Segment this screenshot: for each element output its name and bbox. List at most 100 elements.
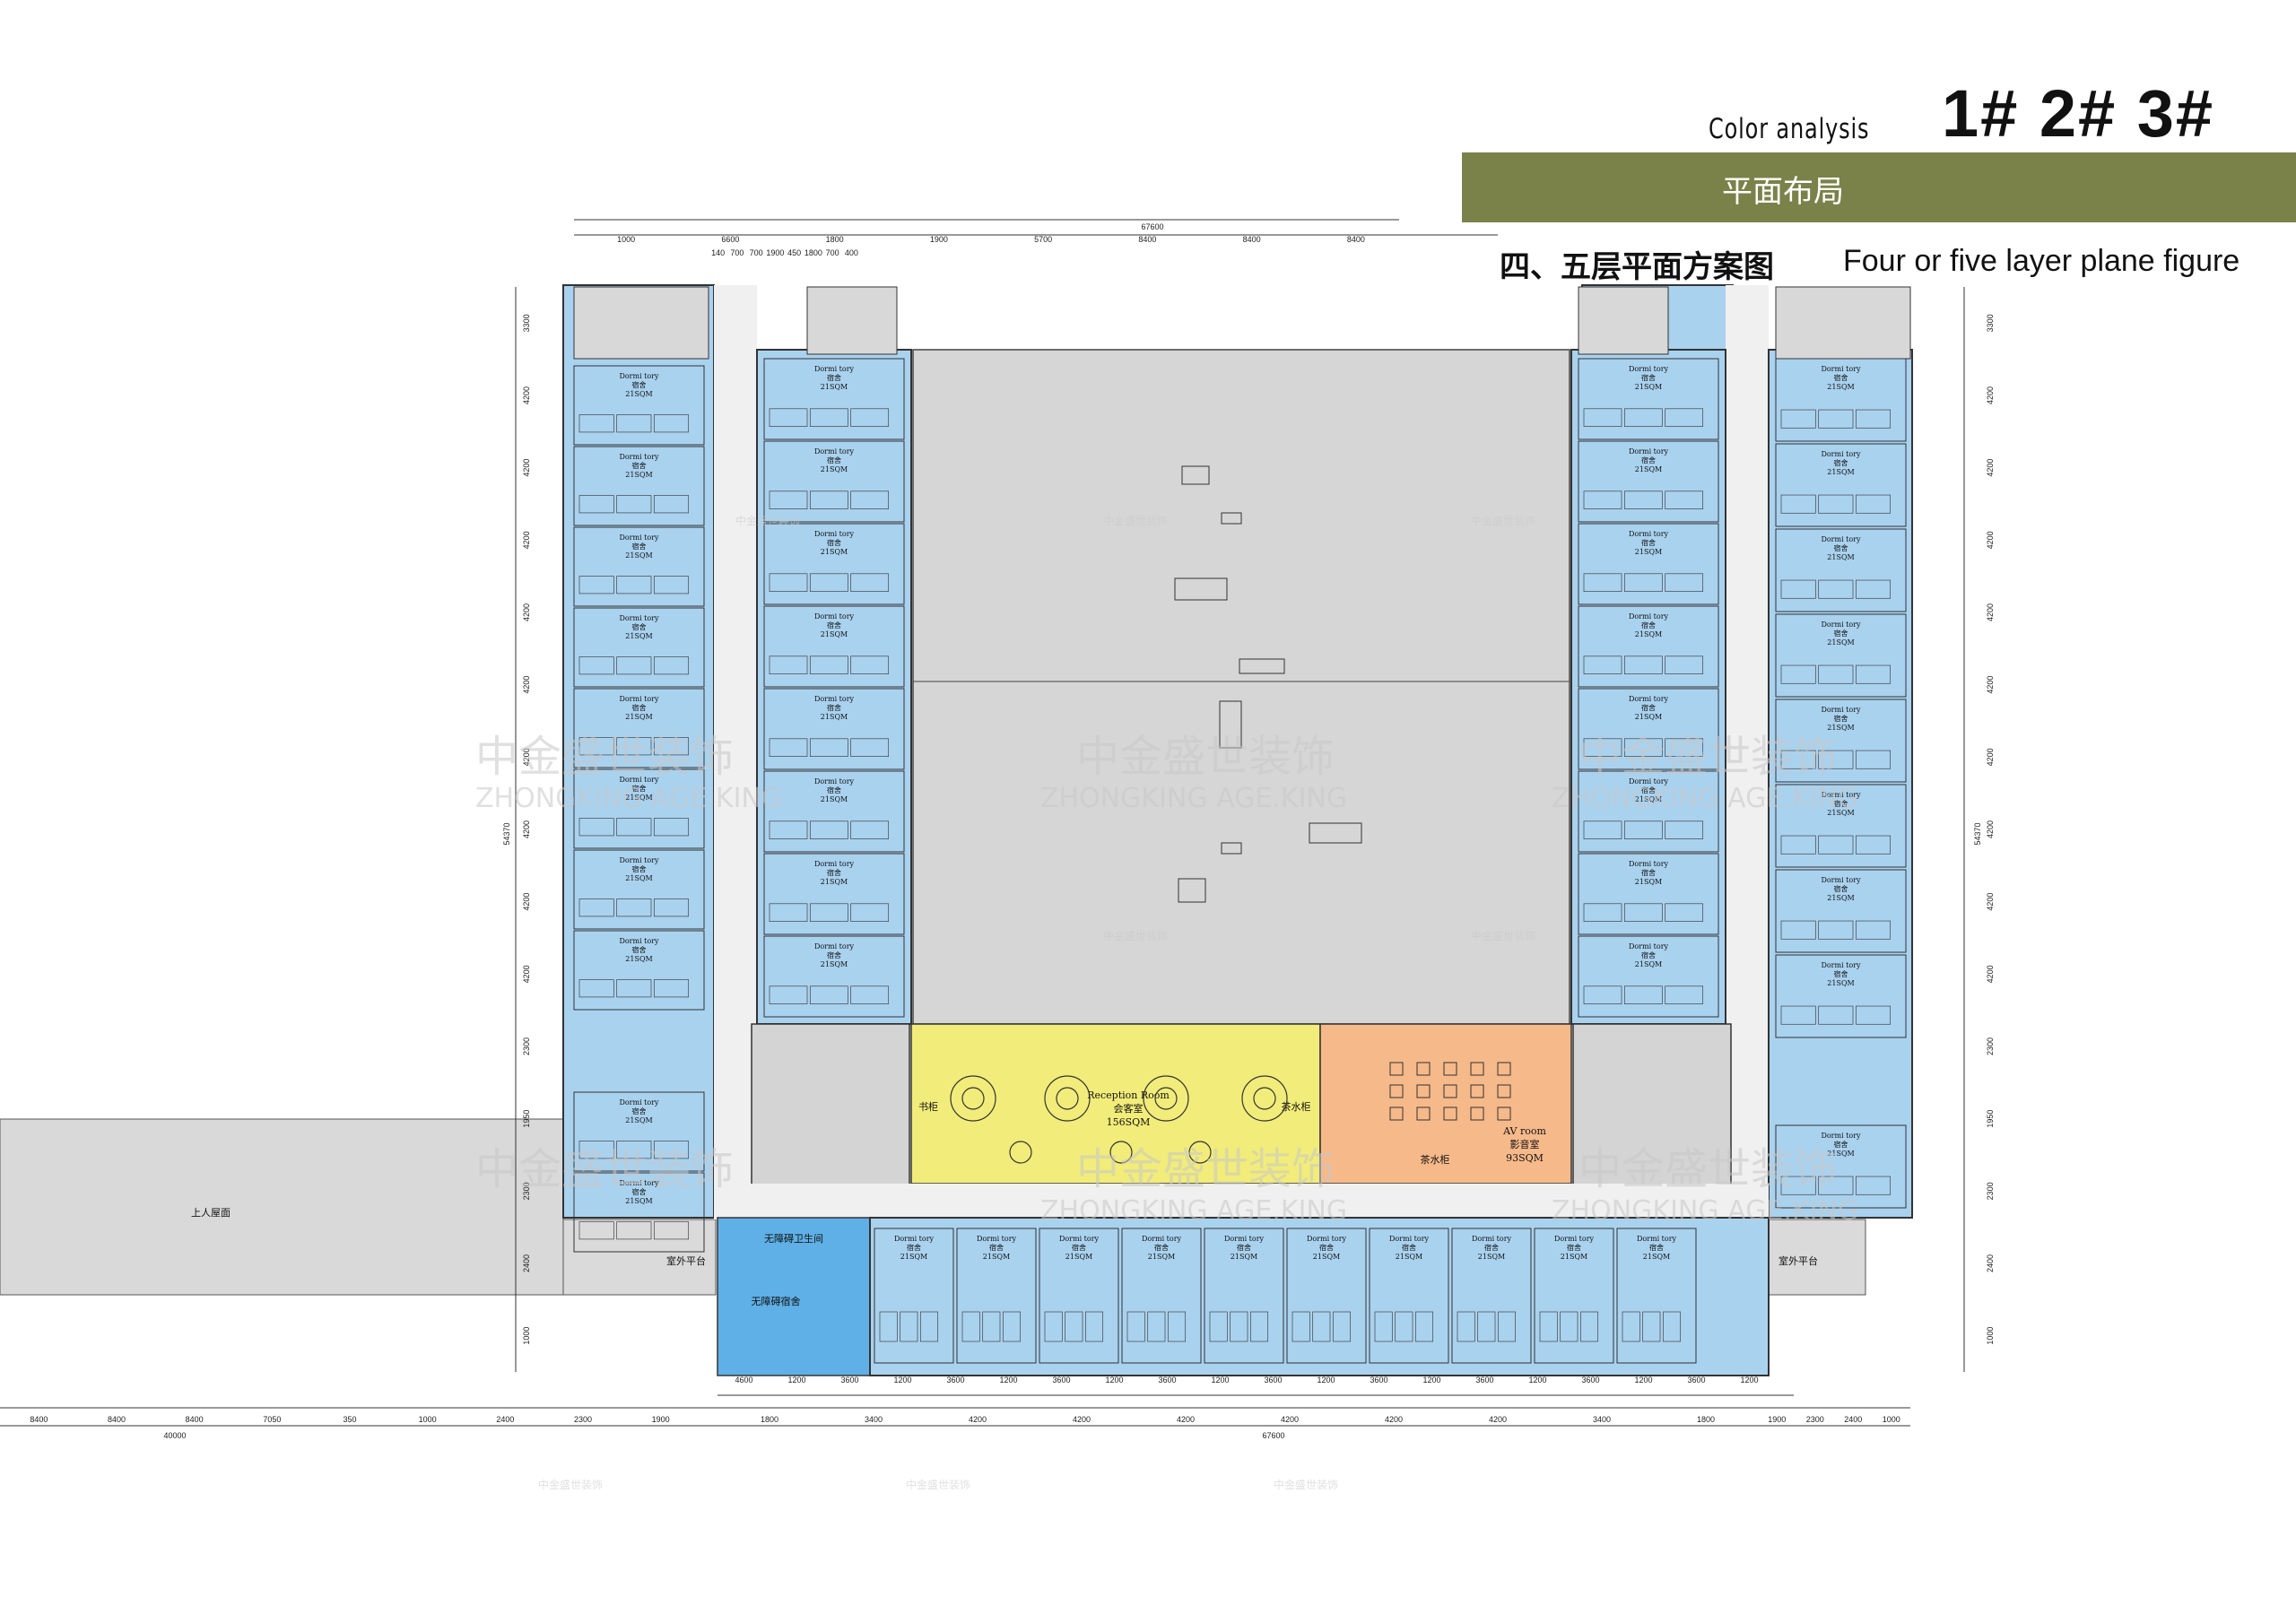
dorm-room-label: 宿舍 (1641, 868, 1656, 877)
dorm-room-label: 21SQM (1827, 638, 1854, 647)
dimension-label: 3300 (1986, 314, 1995, 332)
right-total-dim: 54370 (1973, 822, 1982, 845)
dorm-room-label: Dormi tory (894, 1235, 935, 1243)
right-wing-corridor (1726, 285, 1769, 1218)
dorm-room-label: Dormi tory (1629, 695, 1669, 703)
dimension-label: 3400 (865, 1415, 883, 1424)
reception-furniture (950, 1075, 1288, 1164)
dimension-label: 4200 (1986, 748, 1995, 766)
watermark-cn: 中金盛世装饰 (475, 732, 734, 782)
plan-title-cn: 四、五层平面方案图 (1500, 249, 1774, 285)
dorm-room-label: 21SQM (1313, 1253, 1340, 1261)
accessible-block (717, 1217, 871, 1376)
dimension-label: 1000 (522, 1327, 531, 1345)
watermark-en: ZHONGKING AGE.KING (1552, 1195, 1858, 1227)
dimension-label: 1800 (826, 235, 844, 244)
dorm-room-label: Dormi tory (1554, 1235, 1595, 1243)
left-core (751, 1023, 910, 1190)
dorm-room-label: 21SQM (821, 630, 848, 638)
dorm-room-label: Dormi tory (1629, 777, 1669, 785)
dorm-room-label: 21SQM (1635, 548, 1662, 556)
dorm-room-label: 21SQM (1827, 468, 1854, 476)
watermark-small: 中金盛世装饰 (1471, 929, 1535, 942)
dorm-room-label: 21SQM (1396, 1253, 1422, 1261)
dimension-label: 8400 (1243, 235, 1261, 244)
dimension-label: 2400 (496, 1415, 514, 1424)
header-band: 平面布局 (1462, 152, 2296, 222)
dorm-room-label: Dormi tory (619, 695, 659, 703)
dorm-room-label: 21SQM (1635, 795, 1662, 803)
dimension-label: 4200 (1986, 676, 1995, 694)
courtyard-fixture (1309, 822, 1362, 844)
watermark-small: 中金盛世装饰 (1274, 1478, 1338, 1491)
dimension-label: 3600 (1158, 1376, 1176, 1384)
dimension-label: 4200 (1986, 893, 1995, 911)
dimension-label: 450 (787, 248, 801, 257)
dorm-room-label: 宿舍 (827, 373, 841, 382)
dorm-room-label: 21SQM (1827, 724, 1854, 732)
dorm-room-label: Dormi tory (1821, 535, 1861, 543)
left-elevator (806, 286, 898, 355)
right-core (1572, 1023, 1732, 1190)
dimension-label: 1900 (930, 235, 948, 244)
dorm-room-label: Dormi tory (1629, 447, 1669, 456)
dimension-label: 8400 (1138, 235, 1156, 244)
dorm-room-label: 21SQM (1148, 1253, 1175, 1261)
dimension-label: 1200 (893, 1376, 911, 1384)
bottom-wing (869, 1217, 1770, 1376)
watermark-small: 中金盛世装饰 (735, 514, 800, 527)
dorm-room-label: Dormi tory (1821, 621, 1861, 629)
dorm-room-label: 宿舍 (1484, 1243, 1499, 1252)
dorm-room-label: 宿舍 (1319, 1243, 1334, 1252)
dorm-room-label: 21SQM (625, 955, 652, 963)
dimension-label: 4200 (969, 1415, 987, 1424)
dimension-label: 4200 (522, 459, 531, 477)
dimension-label: 2300 (1806, 1415, 1824, 1424)
dimension-label: 4200 (522, 676, 531, 694)
right-elevator (1578, 286, 1669, 355)
dimension-label: 3600 (1264, 1376, 1282, 1384)
dorm-room-label: Dormi tory (619, 453, 659, 461)
dimension-label: 1200 (1528, 1376, 1546, 1384)
dorm-room-label: 宿舍 (1237, 1243, 1251, 1252)
dorm-room-label: 宿舍 (1834, 714, 1848, 723)
dorm-room-label: Dormi tory (814, 530, 855, 538)
reception-label-cn: 会客室 (1114, 1102, 1144, 1115)
dorm-room-label: 21SQM (625, 551, 652, 560)
dorm-room-label: 21SQM (625, 1116, 652, 1124)
dorm-room-label: 宿舍 (632, 622, 647, 631)
dorm-room-label: Dormi tory (814, 612, 855, 621)
dorm-room-label: Dormi tory (814, 777, 855, 785)
cabinet-label: 书柜 (918, 1101, 938, 1113)
dorm-room-label: 宿舍 (827, 785, 841, 794)
dorm-room-label: 21SQM (1827, 979, 1854, 987)
dimension-label: 1900 (766, 248, 784, 257)
dimension-label: 8400 (186, 1415, 204, 1424)
dorm-room-label: Dormi tory (619, 614, 659, 622)
dorm-room-label: 宿舍 (1641, 456, 1656, 464)
dimension-label: 1000 (1883, 1415, 1900, 1424)
dorm-room-label: Dormi tory (977, 1235, 1017, 1243)
left-wing-corridor (714, 285, 757, 1218)
dorm-room-label: 21SQM (1635, 713, 1662, 721)
dimension-label: 2300 (574, 1415, 592, 1424)
dorm-room-label: 宿舍 (827, 621, 841, 629)
dorm-room-label: 21SQM (1561, 1253, 1587, 1261)
dorm-room-label: 21SQM (1635, 878, 1662, 886)
